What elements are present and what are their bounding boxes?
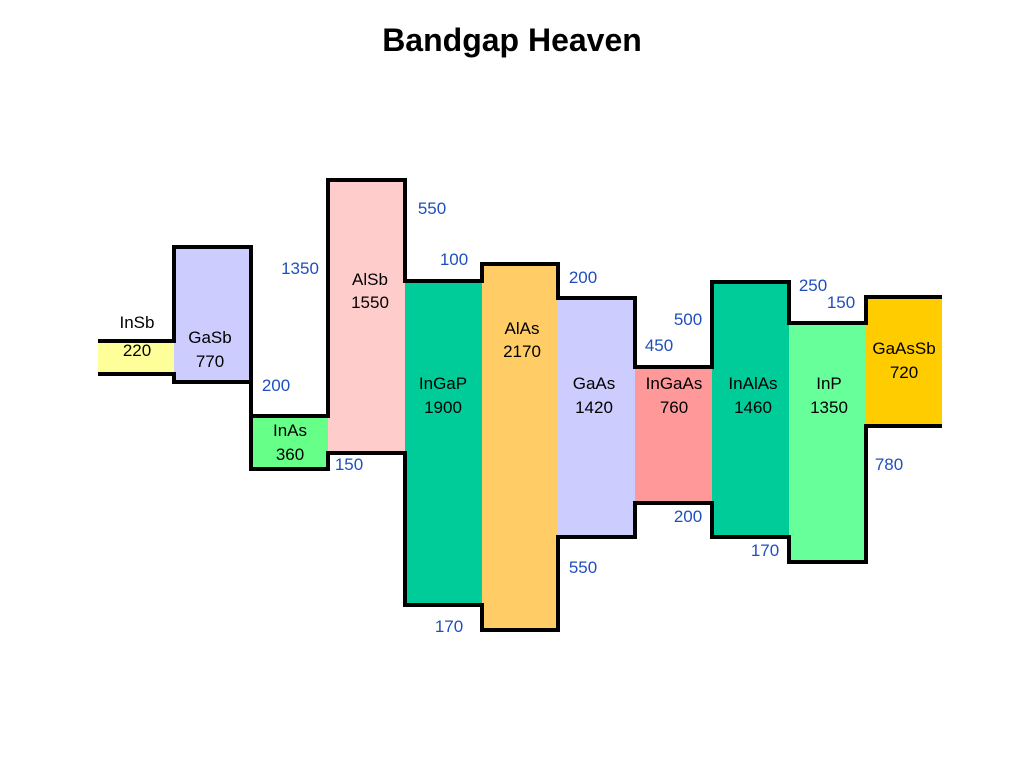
band-offset-label: 100 [440,250,468,269]
band-offset-label: 150 [335,455,363,474]
band-offset-label: 500 [674,310,702,329]
material-name-ingap: InGaP [419,374,467,393]
band-offset-label: 550 [569,558,597,577]
band-blocks [98,180,942,630]
page-title: Bandgap Heaven [382,22,642,58]
band-offset-label: 200 [569,268,597,287]
band-block-inalas [712,282,789,537]
material-gap-gasb: 770 [196,352,224,371]
conduction-band-edge [98,178,942,418]
material-gap-gaassb: 720 [890,363,918,382]
material-name-ingaas: InGaAs [646,374,703,393]
material-gap-alsb: 1550 [351,293,389,312]
band-offset-label: 200 [262,376,290,395]
valence-band-edge [98,372,942,632]
material-name-inp: InP [816,374,842,393]
band-offset-label: 1350 [281,259,319,278]
material-name-inalas: InAlAs [728,374,777,393]
material-gap-inalas: 1460 [734,398,772,417]
material-gap-inas: 360 [276,445,304,464]
material-gap-alas: 2170 [503,342,541,361]
material-name-alas: AlAs [505,319,540,338]
material-gap-ingap: 1900 [424,398,462,417]
band-offset-label: 450 [645,336,673,355]
band-offset-label: 170 [435,617,463,636]
material-name-insb: InSb [120,313,155,332]
material-gap-ingaas: 760 [660,398,688,417]
band-offset-label: 780 [875,455,903,474]
material-name-alsb: AlSb [352,270,388,289]
band-offset-label: 170 [751,541,779,560]
band-offset-labels: 1350200550150100170200550500450200250150… [262,199,903,636]
material-name-inas: InAs [273,421,307,440]
band-block-gaas [558,298,635,537]
band-block-gaassb [866,297,942,426]
band-block-gasb [174,247,251,382]
material-gap-inp: 1350 [810,398,848,417]
band-block-ingaas [635,367,712,503]
band-offset-label: 550 [418,199,446,218]
material-name-gaassb: GaAsSb [872,339,935,358]
material-name-gaas: GaAs [573,374,616,393]
band-block-insb [98,341,174,374]
band-offset-label: 250 [799,276,827,295]
band-block-alas [482,264,558,630]
band-block-ingap [405,281,482,605]
band-block-inp [789,323,866,562]
band-offset-label: 200 [674,507,702,526]
material-name-gasb: GaSb [188,328,231,347]
band-offset-label: 150 [827,293,855,312]
band-edge-outlines [98,178,942,632]
material-gap-insb: 220 [123,341,151,360]
band-block-inas [251,416,328,469]
band-block-alsb [328,180,405,453]
material-gap-gaas: 1420 [575,398,613,417]
